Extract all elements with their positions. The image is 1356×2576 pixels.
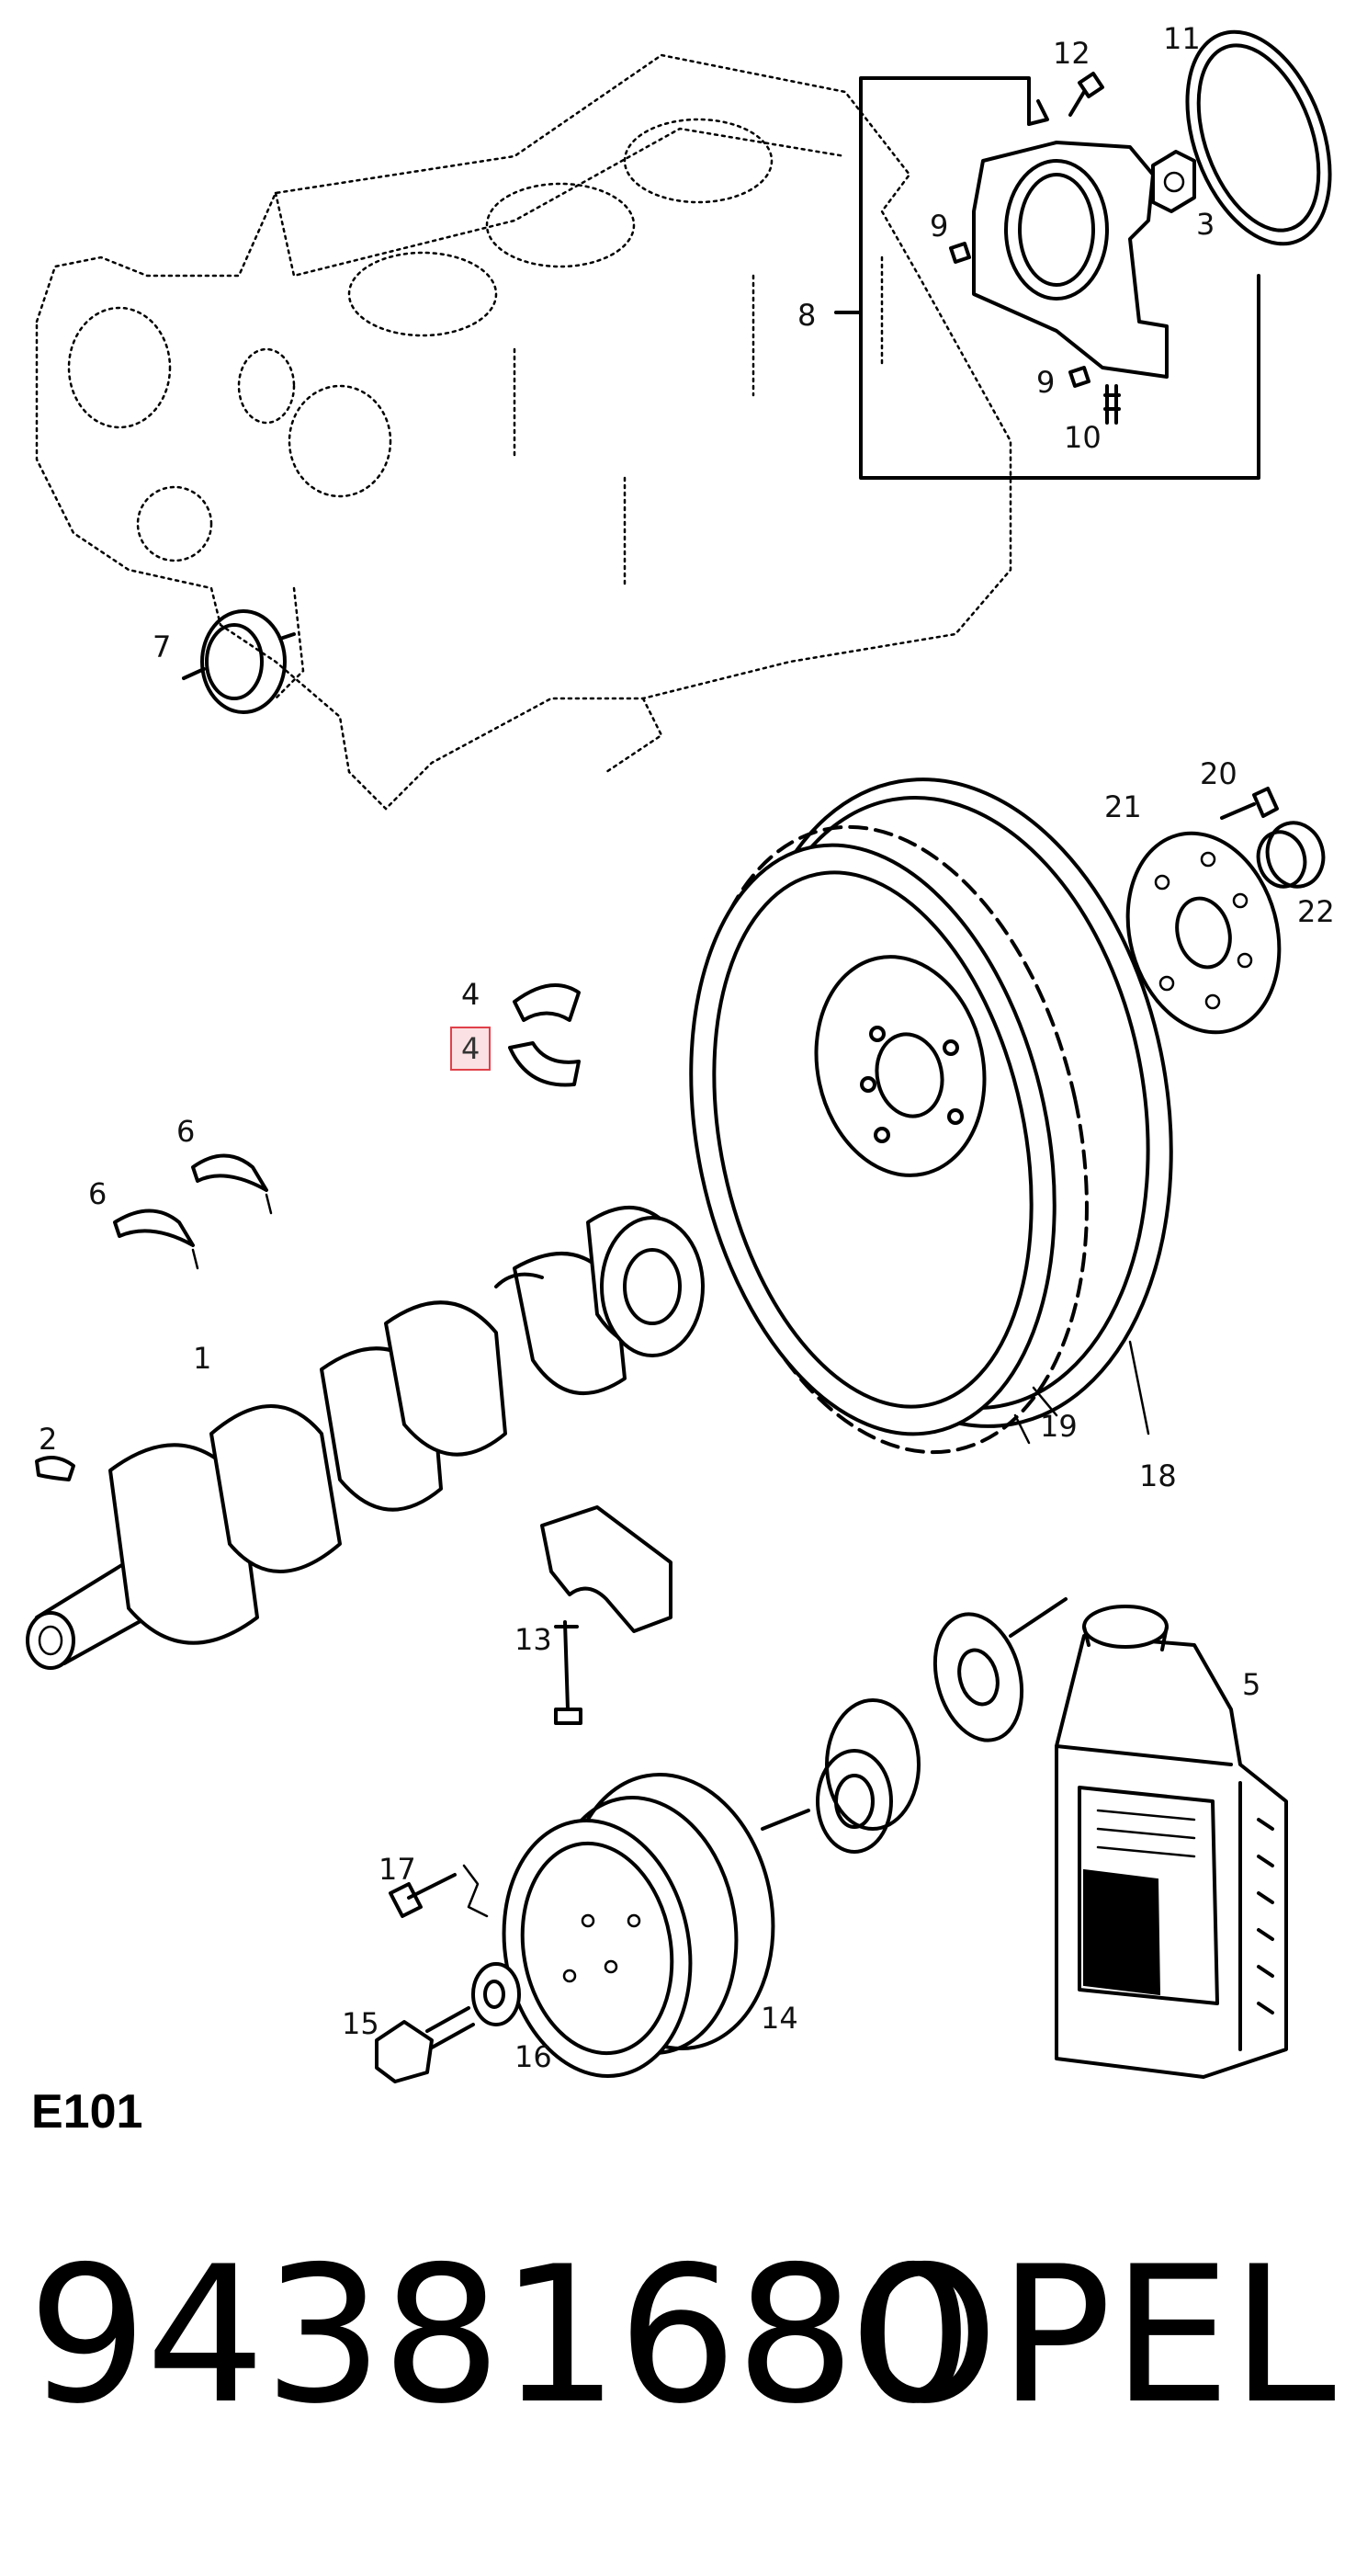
flex-plate-group <box>1125 787 1326 1035</box>
thrust-washers-6 <box>113 1153 273 1270</box>
callout-7: 7 <box>153 630 172 664</box>
callout-15: 15 <box>342 2006 379 2041</box>
engine-block-outline <box>35 53 1012 811</box>
callout-8: 8 <box>797 298 817 333</box>
callout-12: 12 <box>1053 36 1090 71</box>
bearing-cap <box>540 1505 672 1725</box>
callout-5: 5 <box>1242 1667 1261 1702</box>
flywheel <box>689 777 1173 1455</box>
callout-9b: 9 <box>1036 365 1056 400</box>
callout-3: 3 <box>1196 207 1215 242</box>
crankshaft <box>26 1206 705 1670</box>
crank-sprocket <box>761 1597 1068 1854</box>
diagram-drawing <box>26 29 1332 2083</box>
brand-name: OPEL <box>850 2227 1336 2445</box>
rear-seal-group-box <box>834 29 1332 480</box>
crank-pulley <box>502 1773 775 2078</box>
exploded-parts-diagram: 1 2 3 4 4 5 6 6 7 8 9 9 10 11 12 13 14 1… <box>26 21 1335 2083</box>
callout-20: 20 <box>1200 756 1237 791</box>
washer-and-bolt <box>375 1962 521 2083</box>
diagram-code: E101 <box>31 2085 143 2139</box>
part-number: 94381680 <box>28 2227 973 2445</box>
callout-11: 11 <box>1163 21 1201 56</box>
part-7-seal <box>182 609 296 714</box>
callout-10: 10 <box>1064 420 1102 455</box>
bolt-17 <box>389 1864 489 1918</box>
callout-9a: 9 <box>930 209 949 244</box>
callout-16: 16 <box>514 2039 552 2074</box>
callout-22: 22 <box>1297 894 1335 929</box>
callout-19: 19 <box>1040 1409 1078 1444</box>
callout-17: 17 <box>379 1852 416 1887</box>
callout-14: 14 <box>761 2001 798 2036</box>
callout-4: 4 <box>461 977 480 1012</box>
callout-13: 13 <box>514 1622 552 1657</box>
callout-21: 21 <box>1104 789 1142 824</box>
callout-4-highlighted[interactable]: 4 <box>450 1027 492 1071</box>
callout-1: 1 <box>193 1341 212 1376</box>
bearing-shells-4 <box>508 983 581 1087</box>
callout-2: 2 <box>39 1422 58 1457</box>
callout-6a: 6 <box>176 1114 196 1149</box>
oil-bottle <box>1055 1605 1288 2079</box>
callout-18: 18 <box>1139 1458 1177 1493</box>
footer: 94381680 OPEL <box>0 2242 1356 2481</box>
woodruff-key <box>35 1456 75 1481</box>
callout-6b: 6 <box>88 1176 107 1211</box>
